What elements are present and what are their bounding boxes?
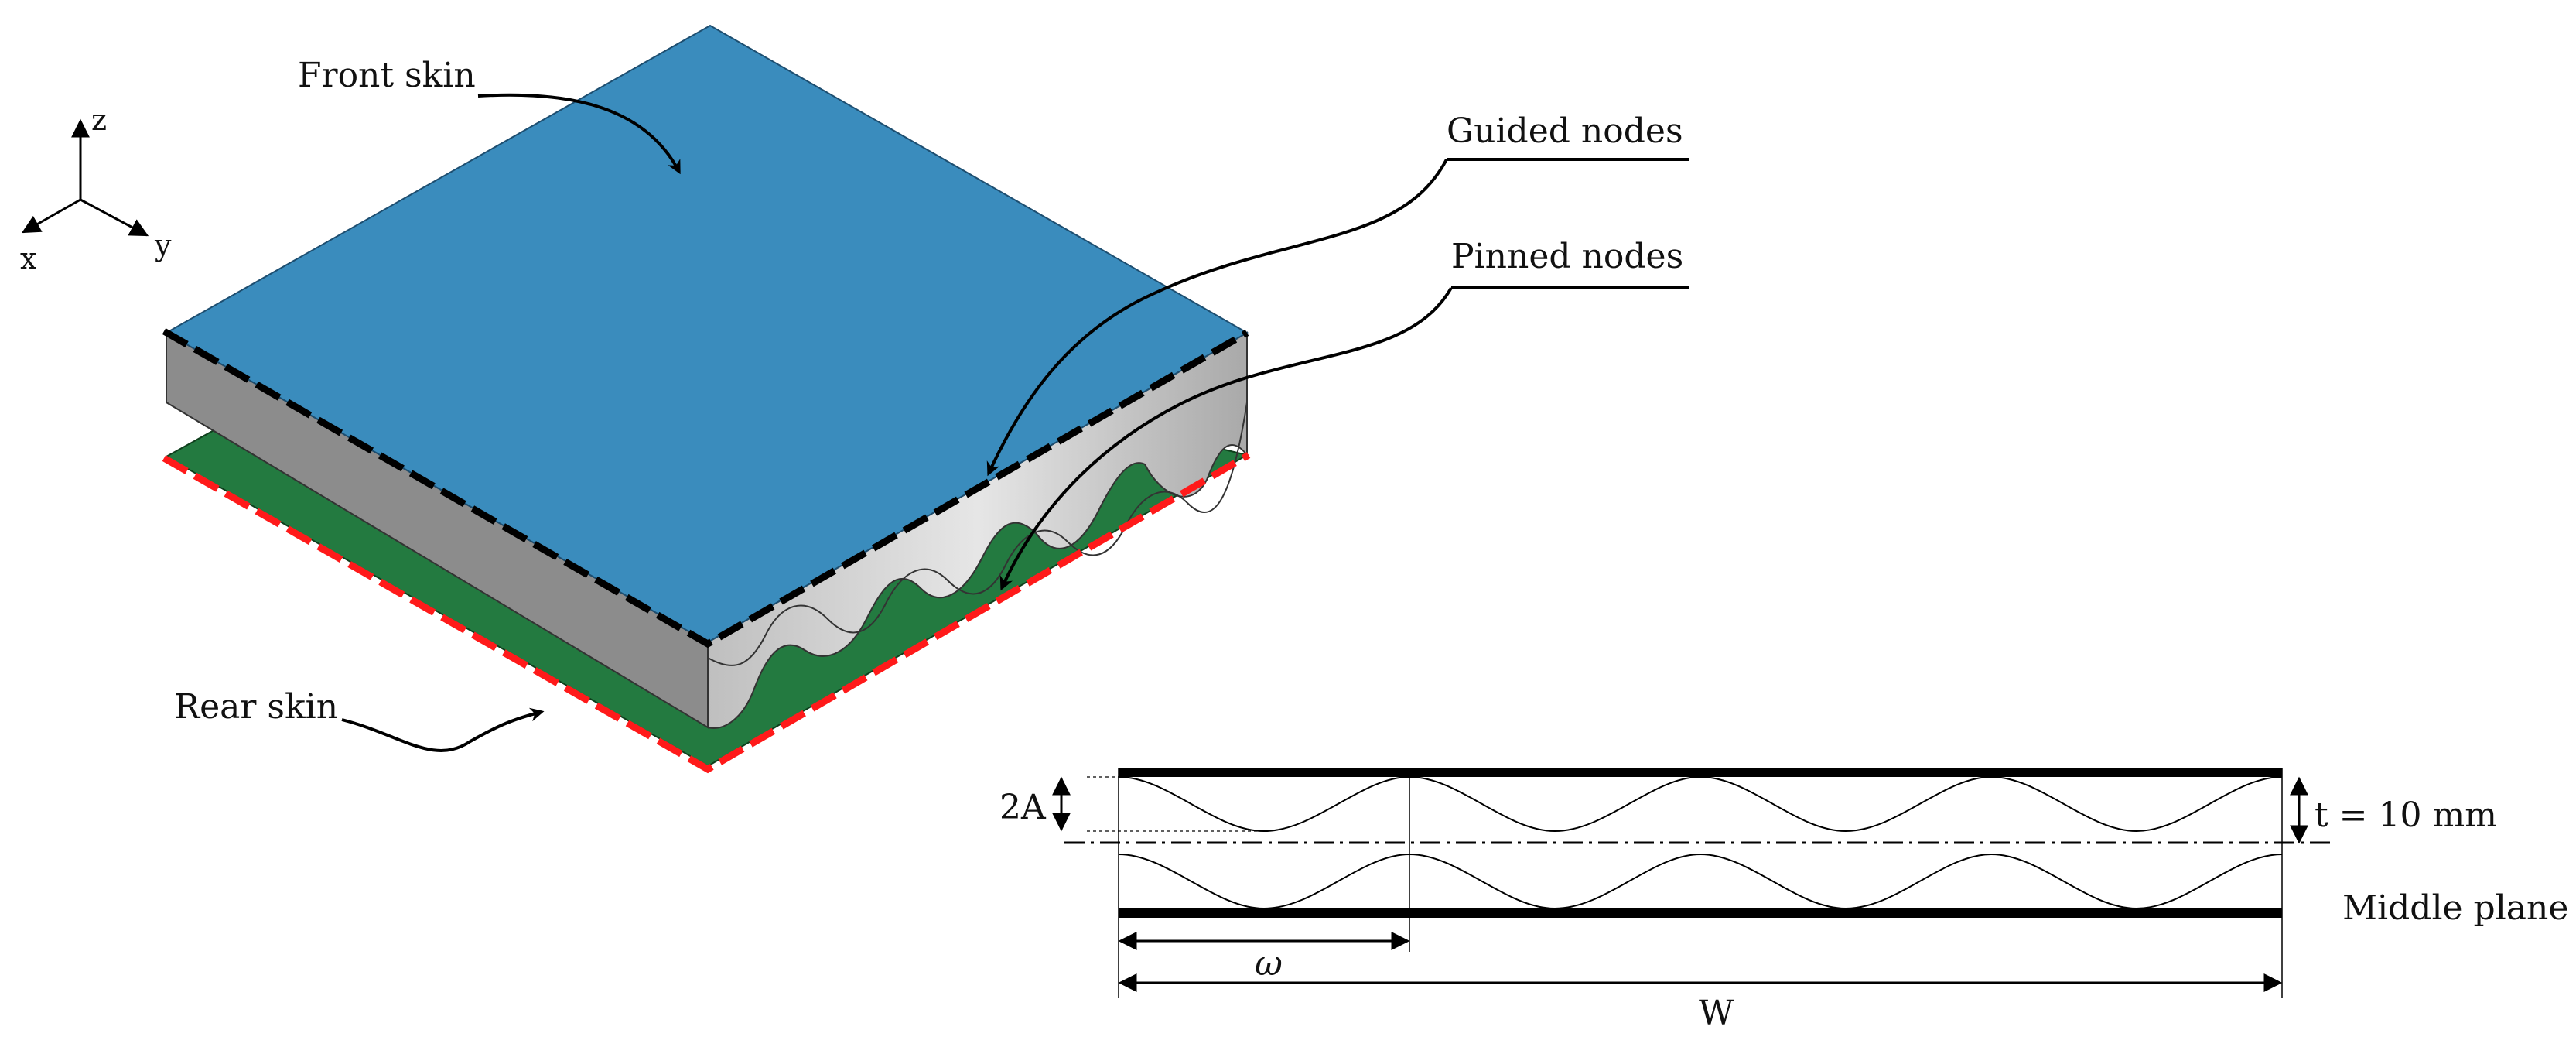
rear-skin-label: Rear skin [174,687,338,727]
axis-y-label: y [154,228,172,262]
section-bottom-skin [1119,908,2282,918]
section-top-skin [1119,768,2282,777]
middle-plane-label: Middle plane [2342,888,2568,928]
guided-nodes-arrow [986,159,1448,477]
pinned-nodes-label: Pinned nodes [1451,237,1683,276]
section-wave-upper [1118,775,2283,833]
pinned-nodes-edge [162,452,1251,774]
axis-x-label: x [20,241,36,275]
thickness-label: t = 10 mm [2315,796,2497,835]
axes-triad: z x y [20,103,172,275]
wavelength-label: ω [1255,944,1283,984]
front-skin-label: Front skin [298,56,476,95]
guided-nodes-edge [162,328,1249,648]
guided-nodes-label: Guided nodes [1447,111,1683,151]
panel-3d [162,24,1251,774]
section-wave-lower [1118,853,2283,910]
amplitude-label: 2A [999,788,1047,827]
callouts: Front skin Rear skin Guided nodes Pinned… [174,56,1689,752]
core-wave-upper [707,402,1248,666]
front-skin-arrow [477,93,681,175]
width-label: W [1699,994,1734,1033]
cross-section: 2A t = 10 mm Middle plane ω W [999,768,2568,1033]
pinned-nodes-arrow [999,287,1453,591]
rear-skin-arrow [341,707,545,752]
axis-z-label: z [91,103,107,137]
